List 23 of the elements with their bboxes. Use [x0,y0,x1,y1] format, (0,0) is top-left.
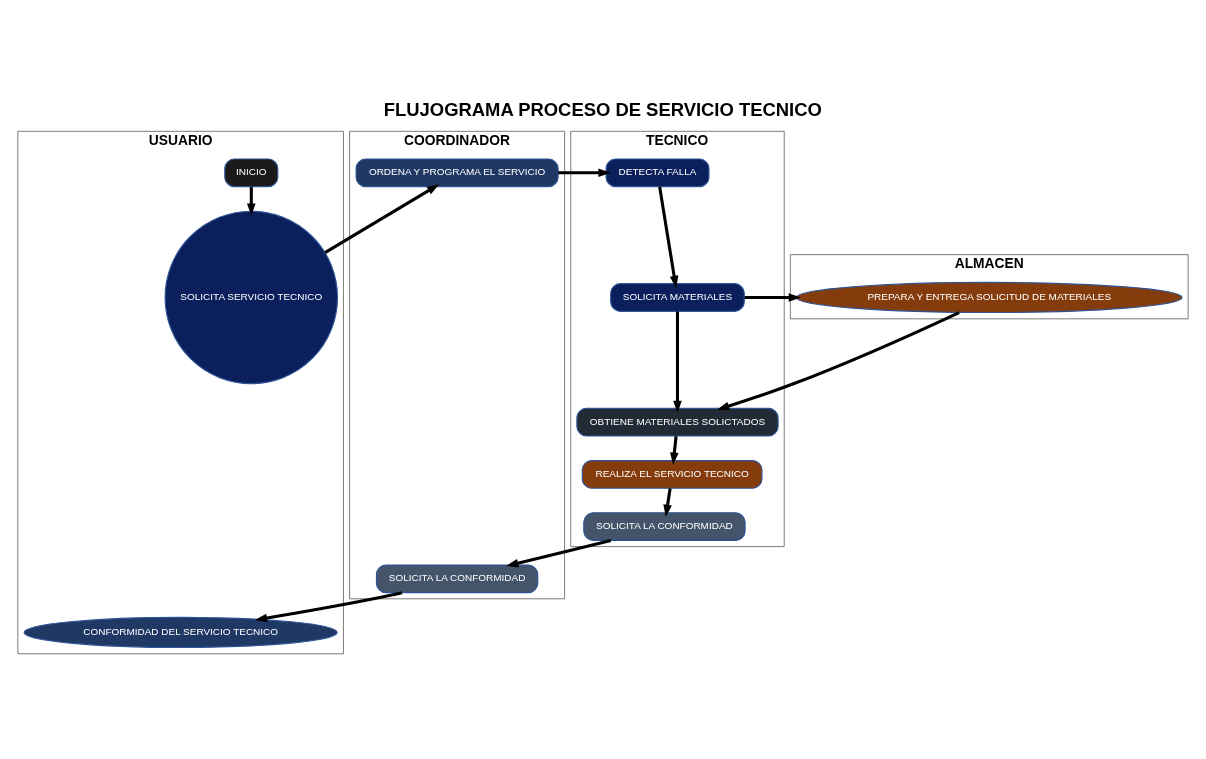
node-box: DETECTA FALLA [605,158,710,188]
node-box: SOLICITA LA CONFORMIDAD [583,512,746,541]
diagram-title: FLUJOGRAMA PROCESO DE SERVICIO TECNICO [383,99,822,121]
node-box: SOLICITA LA CONFORMIDAD [375,564,539,594]
node-box: INICIO [224,158,279,188]
arrow [670,436,679,465]
arrow [324,184,440,254]
node-ellipse: PREPARA Y ENTREGA SOLICITUD DE MATERIALES [795,281,1183,314]
node-ellipse: CONFORMIDAD DEL SERVICIO TECNICO [23,616,338,649]
node-box: ORDENA Y PROGRAMA EL SERVICIO [355,158,559,188]
arrow [254,591,403,623]
node-box: OBTIENE MATERIALES SOLICTADOS [576,407,779,437]
arrow [716,311,960,411]
arrow [558,168,611,178]
arrow [506,539,612,568]
arrow [246,186,256,216]
arrow [744,293,801,302]
arrow [663,488,672,518]
node-box: REALIZA EL SERVICIO TECNICO [581,460,763,489]
node-box: SOLICITA MATERIALES [610,283,745,312]
node-circle: SOLICITA SERVICIO TECNICO [164,210,339,385]
arrow [673,311,682,413]
arrow [658,186,679,289]
